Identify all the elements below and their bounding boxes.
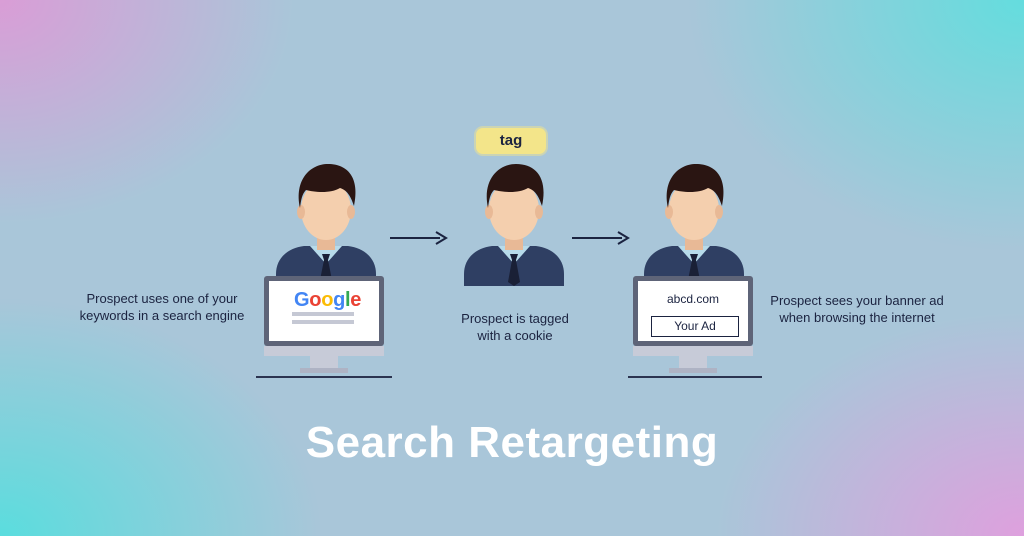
step1-caption: Prospect uses one of your keywords in a … <box>62 290 262 324</box>
desk-line <box>628 376 762 378</box>
person-icon <box>644 164 744 282</box>
step3-caption-line1: Prospect sees your banner ad <box>770 293 944 308</box>
page-title: Search Retargeting <box>305 418 719 467</box>
step1-caption-line2: keywords in a search engine <box>79 308 245 323</box>
arrow-right-icon <box>390 231 448 245</box>
tag-badge: tag <box>476 128 546 154</box>
arrow-right-icon <box>572 231 630 245</box>
banner-ad: Your Ad <box>651 316 739 337</box>
desk-line <box>256 376 392 378</box>
step2-caption: Prospect is tagged with a cookie <box>430 310 600 344</box>
step3-caption-line2: when browsing the internet <box>779 310 935 325</box>
google-logo: Google <box>294 289 362 311</box>
person-icon <box>464 164 564 286</box>
monitor-icon <box>264 276 384 373</box>
step2-caption-line2: with a cookie <box>477 328 553 343</box>
step2-caption-line1: Prospect is tagged <box>461 311 569 326</box>
person-icon <box>276 164 376 282</box>
step1-caption-line1: Prospect uses one of your <box>86 291 238 306</box>
site-url: abcd.com <box>666 292 720 306</box>
step3-caption: Prospect sees your banner ad when browsi… <box>752 292 962 326</box>
